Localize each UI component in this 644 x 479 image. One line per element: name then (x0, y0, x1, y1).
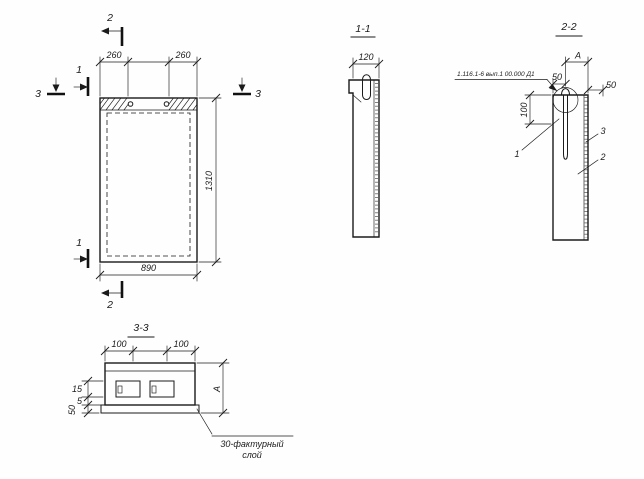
section-3-3-dim-top: 100 100 (100, 339, 200, 362)
dim-100-left: 100 (111, 339, 126, 349)
section-3-3-title: 3-3 (133, 322, 148, 334)
cut-mark-3-right: 3 (233, 77, 261, 100)
dim-50-bottom: 50 (67, 405, 77, 415)
cut-label-3-left: 3 (35, 88, 41, 100)
section-3-3: 3-3 100 100 (67, 322, 294, 460)
section-1-1-title: 1-1 (355, 23, 370, 35)
dim-260-right: 260 (174, 50, 190, 60)
ref-note: 1.116.1-6 вып.1 00.000 Д1 (454, 71, 558, 92)
lifting-loop-left (127, 101, 134, 107)
hidden-contour (106, 112, 191, 257)
section-1-1-dim: 120 (348, 52, 384, 79)
cut-mark-3-left: 3 (35, 77, 65, 100)
section-3-3-dim-right: А (196, 358, 230, 418)
note-line-2: слой (242, 450, 262, 460)
front-dim-top: 260 260 (95, 50, 202, 97)
cut-mark-1-top: 1 (73, 64, 90, 96)
cut-label-1-top: 1 (76, 64, 82, 76)
dim-1310: 1310 (204, 171, 214, 191)
corner-hatch-right (168, 97, 198, 111)
loop-cut-left (117, 385, 123, 394)
front-dim-bottom: 890 (95, 263, 202, 282)
dim-890: 890 (141, 263, 156, 273)
detail-circle (552, 87, 579, 113)
callout-2: 2 (599, 152, 605, 162)
dim-a-upper: А (574, 51, 581, 61)
dim-a-lower: А (212, 386, 222, 393)
dim-50-right: 50 (606, 80, 616, 90)
dim-5: 5 (77, 396, 83, 406)
section-1-1: 1-1 120 (348, 23, 384, 238)
front-view: 260 260 890 1310 2 (35, 12, 261, 311)
cut-label-3-right: 3 (255, 88, 261, 100)
cut-mark-2-bottom: 2 (101, 281, 124, 311)
note-line-1: 30-фактурный (220, 439, 283, 449)
cut-label-2-top: 2 (106, 12, 113, 24)
lifting-loop-side (361, 74, 372, 100)
lifting-loop-right (163, 101, 170, 107)
dim-100: 100 (519, 102, 529, 117)
textured-layer-strip (100, 404, 200, 414)
lifting-loop-anchor (560, 88, 571, 160)
dim-15: 15 (72, 384, 83, 394)
section-1-1-body (348, 79, 380, 238)
dim-50-left: 50 (552, 72, 562, 82)
section-2-2-dims: 50 А 50 100 (519, 51, 616, 129)
section-2-2-callouts: 1 3 2 (514, 118, 606, 175)
section-2-2-title: 2-2 (560, 21, 576, 33)
dim-260-left: 260 (105, 50, 121, 60)
section-2-2: 2-2 1.116.1-6 вып.1 00.000 Д1 50 (454, 21, 616, 241)
callout-1: 1 (514, 149, 519, 159)
void-left (115, 380, 141, 398)
cut-mark-1-bottom: 1 (73, 237, 90, 268)
textured-layer-note: 30-фактурный слой (196, 408, 294, 460)
cut-label-1-bottom: 1 (76, 237, 82, 249)
front-dim-right: 1310 (198, 93, 222, 267)
cut-mark-2-top: 2 (101, 12, 124, 46)
callout-3: 3 (600, 126, 605, 136)
section-3-3-dim-left: 15 5 50 (67, 376, 104, 418)
loop-cut-right (151, 385, 157, 394)
section-2-2-body (552, 94, 589, 241)
corner-hatch-left (99, 97, 129, 111)
dim-120: 120 (358, 52, 373, 62)
panel-outline (99, 97, 198, 263)
cut-label-2-bottom: 2 (106, 299, 113, 311)
ref-note-text: 1.116.1-6 вып.1 00.000 Д1 (457, 71, 535, 78)
void-right (149, 380, 175, 398)
dim-100-right: 100 (173, 339, 188, 349)
